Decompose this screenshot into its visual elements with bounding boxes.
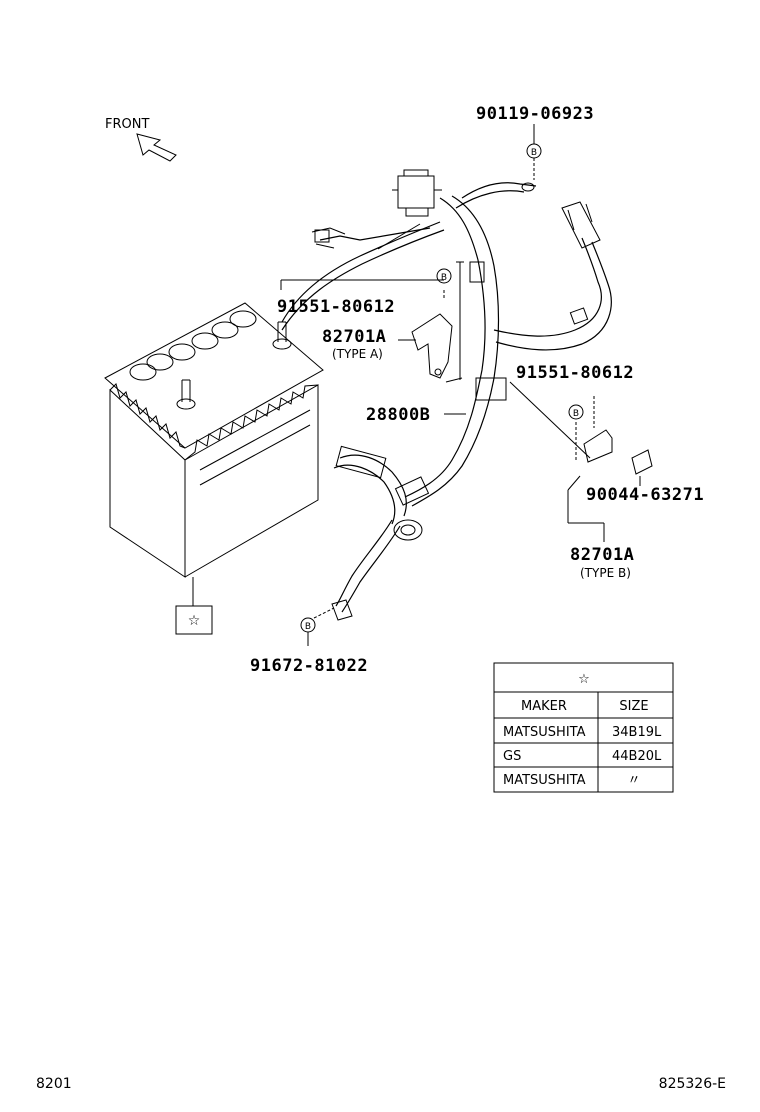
table-cell-size: 〃 <box>627 773 640 788</box>
svg-text:B: B <box>441 273 447 283</box>
footer-left-code: 8201 <box>36 1076 72 1092</box>
svg-text:B: B <box>305 622 311 632</box>
part-label-90044-63271: 90044-63271 <box>586 485 704 505</box>
part-label-91551-80612-upper: 91551-80612 <box>277 297 395 317</box>
table-cell-maker: GS <box>503 749 521 764</box>
callout-b-marker-3: B <box>568 404 584 420</box>
table-header-maker: MAKER <box>521 699 567 714</box>
callout-b-marker-4: B <box>300 617 316 633</box>
table-cell-maker: MATSUSHITA <box>503 725 586 740</box>
part-label-82701a-type-a: 82701A <box>322 327 386 347</box>
svg-text:B: B <box>531 148 537 158</box>
table-symbol: ☆ <box>578 672 590 687</box>
nut-90044 <box>631 449 653 475</box>
battery-spec-table: ☆ MAKER SIZE MATSUSHITA 34B19L GS 44B20L… <box>493 662 674 793</box>
callout-b-marker-1: B <box>526 143 542 159</box>
type-b-label: (TYPE B) <box>580 566 631 580</box>
part-label-91672-81022: 91672-81022 <box>250 656 368 676</box>
front-label: FRONT <box>105 117 149 132</box>
part-label-91551-80612-lower: 91551-80612 <box>516 363 634 383</box>
battery-symbol: ☆ <box>188 613 201 629</box>
callout-b-marker-2: B <box>436 268 452 284</box>
part-label-28800b: 28800B <box>366 405 430 425</box>
table-header-size: SIZE <box>619 699 648 714</box>
front-arrow-icon <box>136 133 177 162</box>
battery-symbol-box <box>175 605 213 635</box>
footer-right-code: 825326-E <box>659 1076 726 1092</box>
svg-text:B: B <box>573 409 579 419</box>
wire-harness <box>281 169 612 621</box>
bracket-type-b <box>583 429 613 463</box>
type-a-label: (TYPE A) <box>332 347 383 361</box>
bracket-type-a <box>411 313 453 379</box>
part-label-90119-06923: 90119-06923 <box>476 104 594 124</box>
battery <box>104 302 324 606</box>
table-cell-maker: MATSUSHITA <box>503 773 586 788</box>
part-label-82701a-type-b: 82701A <box>570 545 634 565</box>
table-cell-size: 34B19L <box>612 725 662 740</box>
leader-lines <box>280 124 641 646</box>
table-cell-size: 44B20L <box>612 749 662 764</box>
